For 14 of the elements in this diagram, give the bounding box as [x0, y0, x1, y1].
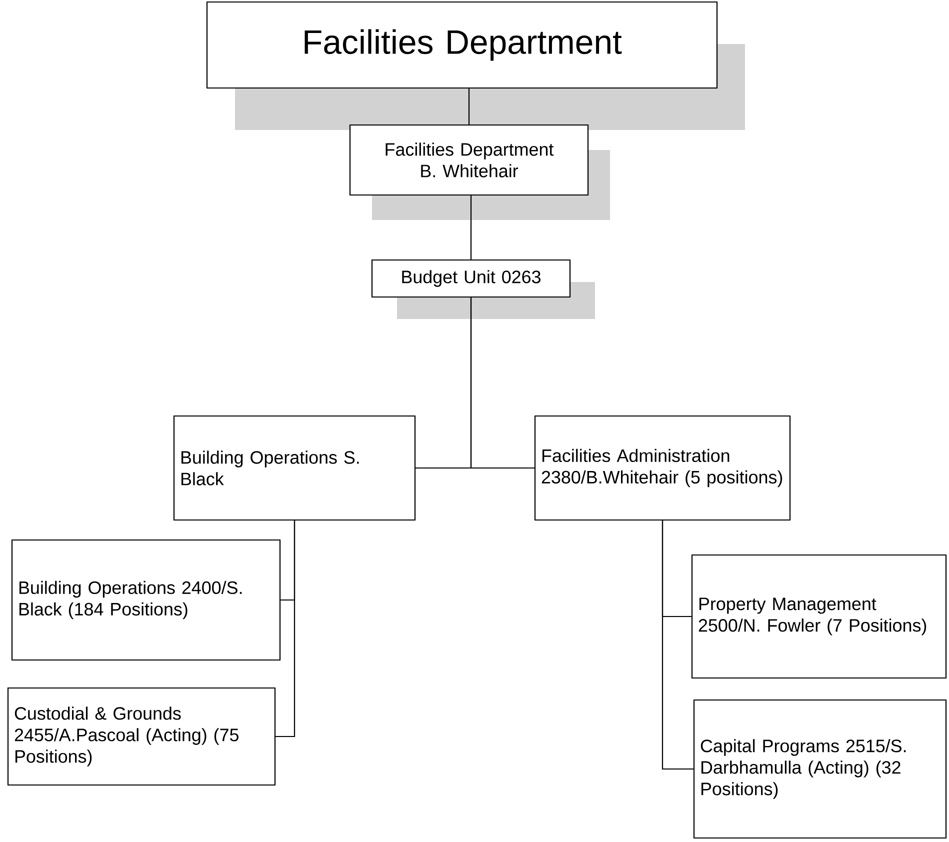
- org-box: Property Management 2500/N. Fowler (7 Positions): [691, 554, 947, 679]
- org-box: Building Operations S. Black: [173, 415, 416, 521]
- org-box: Building Operations 2400/S. Black (184 Positions): [11, 539, 281, 661]
- org-box: Facilities Administration 2380/B.Whitehair (5 positions): [534, 415, 791, 521]
- org-box: Capital Programs 2515/S. Darbhamulla (Acting) (32 Positions): [693, 699, 947, 839]
- connector-line: [276, 520, 296, 738]
- org-box: Facilities Department B. Whitehair: [349, 124, 610, 220]
- connector-line: [468, 88, 470, 124]
- org-box: Budget Unit 0263: [371, 259, 595, 319]
- title-box: Facilities Department: [206, 1, 745, 130]
- connector-line: [470, 196, 472, 260]
- connector-line: [662, 520, 694, 770]
- org-box: Custodial & Grounds 2455/A.Pascoal (Acting) (75 Positions): [7, 687, 276, 786]
- connector-line: [470, 298, 534, 469]
